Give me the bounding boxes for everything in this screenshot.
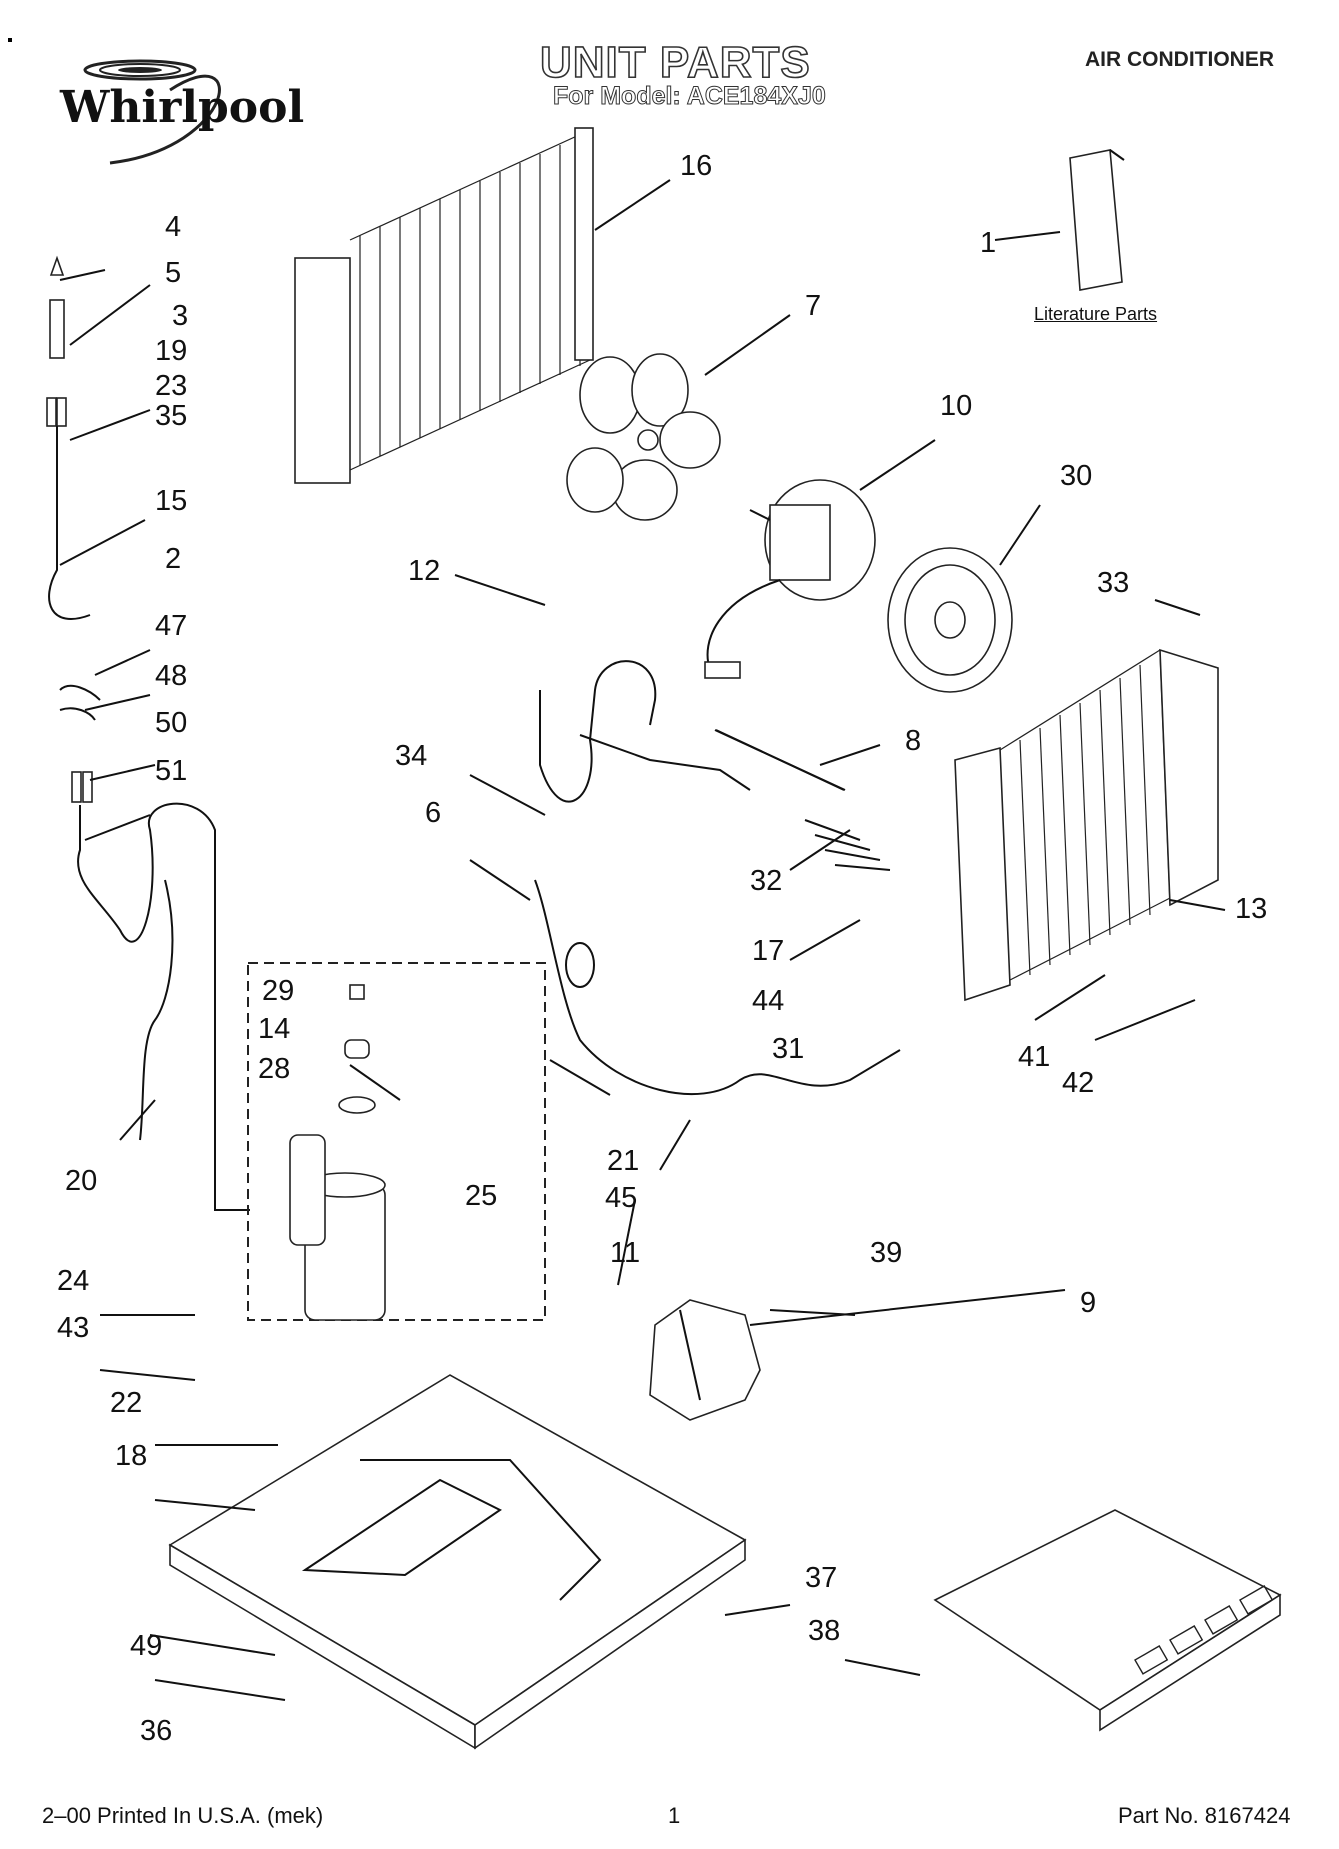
callout-21: 21 xyxy=(607,1145,639,1177)
callout-23: 23 xyxy=(155,370,187,402)
condenser-coil-part xyxy=(294,127,594,484)
callout-49: 49 xyxy=(130,1630,162,1662)
callout-41: 41 xyxy=(1018,1041,1050,1073)
callout-15: 15 xyxy=(155,485,187,517)
callout-37: 37 xyxy=(805,1562,837,1594)
condensate-tray-part xyxy=(933,1509,1282,1732)
footer-page-number: 1 xyxy=(668,1803,681,1828)
callout-25: 25 xyxy=(465,1180,497,1212)
left-tubing-parts xyxy=(46,255,250,1211)
callout-33: 33 xyxy=(1097,567,1129,599)
callout-13: 13 xyxy=(1235,893,1267,925)
compressor-bracket-part xyxy=(649,1299,761,1421)
callout-24: 24 xyxy=(57,1265,89,1297)
callout-7: 7 xyxy=(805,290,821,322)
callout-45: 45 xyxy=(605,1182,637,1214)
callout-6: 6 xyxy=(425,797,441,829)
base-pan-part xyxy=(168,1374,747,1750)
callout-32: 32 xyxy=(750,865,782,897)
callout-35: 35 xyxy=(155,400,187,432)
callout-44: 44 xyxy=(752,985,784,1017)
compressor-part xyxy=(247,962,546,1321)
callout-48: 48 xyxy=(155,660,187,692)
model-line: For Model: ACE184XJ0 xyxy=(553,82,827,111)
callout-1: 1 xyxy=(980,227,996,259)
callout-5: 5 xyxy=(165,257,181,289)
brand-logo-text: Whirlpool xyxy=(60,82,305,133)
literature-booklet-part xyxy=(1069,149,1125,291)
callout-31: 31 xyxy=(772,1033,804,1065)
callout-22: 22 xyxy=(110,1387,142,1419)
callout-17: 17 xyxy=(752,935,784,967)
blower-wheel-part xyxy=(887,547,1013,693)
callout-47: 47 xyxy=(155,610,187,642)
callout-10: 10 xyxy=(940,390,972,422)
refrigerant-tubing-parts xyxy=(534,660,901,1096)
page-title: UNIT PARTS xyxy=(539,37,811,88)
footer-part-number: Part No. 8167424 xyxy=(1118,1803,1291,1828)
callout-leader-lines xyxy=(59,179,1226,1701)
callout-19: 19 xyxy=(155,335,187,367)
callout-4: 4 xyxy=(165,211,181,243)
category-label: AIR CONDITIONER xyxy=(1085,48,1274,71)
callout-9: 9 xyxy=(1080,1287,1096,1319)
callout-18: 18 xyxy=(115,1440,147,1472)
callout-3: 3 xyxy=(172,300,188,332)
callout-12: 12 xyxy=(408,555,440,587)
callout-43: 43 xyxy=(57,1312,89,1344)
callout-numbers: 1 2 3 4 5 6 7 8 9 10 11 12 13 14 15 16 1… xyxy=(57,150,1267,1747)
callout-29: 29 xyxy=(262,975,294,1007)
footer-printed: 2–00 Printed In U.S.A. (mek) xyxy=(42,1803,324,1828)
evaporator-coil-part xyxy=(954,648,1219,1002)
literature-parts-label: Literature Parts xyxy=(1034,304,1158,324)
fan-motor-part xyxy=(704,479,876,679)
callout-42: 42 xyxy=(1062,1067,1094,1099)
callout-39: 39 xyxy=(870,1237,902,1269)
callout-28: 28 xyxy=(258,1053,290,1085)
callout-8: 8 xyxy=(905,725,921,757)
callout-2: 2 xyxy=(165,543,181,575)
callout-38: 38 xyxy=(808,1615,840,1647)
callout-36: 36 xyxy=(140,1715,172,1747)
corner-mark xyxy=(8,38,12,42)
callout-20: 20 xyxy=(65,1165,97,1197)
whirlpool-logo xyxy=(83,59,221,165)
callout-50: 50 xyxy=(155,707,187,739)
callout-30: 30 xyxy=(1060,460,1092,492)
callout-34: 34 xyxy=(395,740,427,772)
fan-blade-part xyxy=(566,353,721,521)
callout-16: 16 xyxy=(680,150,712,182)
callout-51: 51 xyxy=(155,755,187,787)
callout-11: 11 xyxy=(610,1237,640,1269)
callout-14: 14 xyxy=(258,1013,290,1045)
